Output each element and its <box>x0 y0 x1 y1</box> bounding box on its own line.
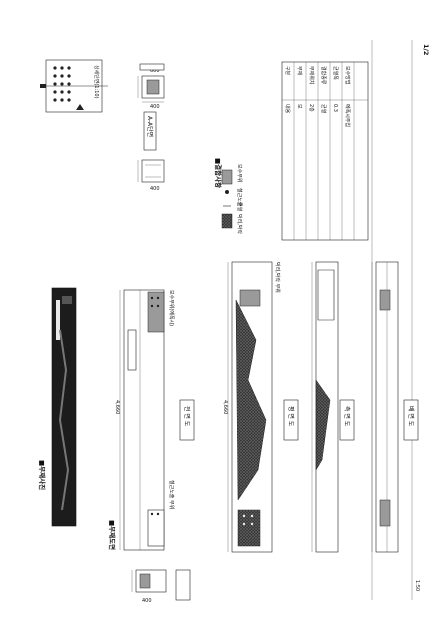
drawing-scale: 1:50 <box>414 580 420 591</box>
section-aa-drawing: 400 600 A-A단면 <box>137 68 165 151</box>
table-header-1: 내용 <box>284 104 291 114</box>
beam-end-section <box>139 63 165 71</box>
legend-item-2: 균열 <box>236 202 243 212</box>
legend-item-1: 철근노출 <box>236 188 243 207</box>
table-cell-1-0: 부재위치 <box>308 66 315 84</box>
table-cell-4-0: 보수방법 <box>344 66 351 84</box>
plan-view: 4,660 평 면 도 박리,박락 부위 <box>222 261 299 553</box>
side-view-title: 측 면 도 <box>343 406 351 427</box>
front-dim-total: 4,660 <box>114 400 120 414</box>
plan-dim-total: 4,660 <box>222 400 228 414</box>
legend-swatch-spall <box>221 213 233 229</box>
section-bb-drawing: 400 <box>137 159 165 192</box>
front-view: 4,660 전 면 도 보수부위(에폭시) 철근노출 부위 <box>114 289 195 551</box>
plan-view-title: 평 면 도 <box>287 406 295 427</box>
table-cell-2-0: 결함종류 <box>320 66 327 85</box>
legend-item-3: 박리,박락 <box>236 214 243 234</box>
drawing-section-title: ■부재도면 <box>108 520 117 550</box>
front-view-title: 전 면 도 <box>183 406 191 427</box>
section-a-title: A-A단면 <box>146 116 154 137</box>
rear-view: 배 면 도 <box>371 261 419 553</box>
table-cell-0-0: 부재 <box>296 66 303 76</box>
table-cell-3-1: 0.3 <box>332 104 338 112</box>
table-cell-0-1: 보 <box>296 104 302 109</box>
connection-detail: 상세단면(1:10) <box>40 59 108 113</box>
table-cell-3-0: 균열폭 <box>332 66 339 80</box>
legend-swatch-rebar <box>225 190 229 194</box>
legend: ■결함사항 보수부위 철근노출 균열 박리,박락 <box>214 158 243 234</box>
table-cell-1-1: 2층 <box>308 104 315 112</box>
table-header-0: 구분 <box>284 66 290 76</box>
legend-item-0: 보수부위 <box>236 164 243 182</box>
svg-text:상세단면(1:10): 상세단면(1:10) <box>93 65 100 99</box>
svg-text:보수부위(에폭시): 보수부위(에폭시) <box>168 290 175 326</box>
member-photo: ■부재사진 <box>38 287 77 527</box>
legend-title: ■결함사항 <box>214 158 223 188</box>
svg-text:박리,박락 부위: 박리,박락 부위 <box>274 262 281 293</box>
section-end-bottom: 400 <box>131 569 191 604</box>
svg-text:600: 600 <box>150 68 160 74</box>
photo-section-title: ■부재사진 <box>38 460 47 490</box>
svg-text:400: 400 <box>142 598 152 604</box>
rear-view-title: 배 면 도 <box>407 406 415 427</box>
table-cell-2-1: 균열 <box>320 104 327 114</box>
legend-swatch-repair <box>221 169 233 185</box>
svg-text:철근노출 부위: 철근노출 부위 <box>168 480 175 509</box>
table-cell-4-1: 에폭시주입 <box>344 104 351 127</box>
side-view: 측 면 도 <box>311 261 355 553</box>
svg-text:400: 400 <box>150 186 160 192</box>
svg-text:400: 400 <box>150 104 160 110</box>
defect-table: 구분 내용 부재 보 부재위치 2층 결함종류 균열 균열폭 0.3 보수방법 … <box>281 61 369 241</box>
sheet-number: 1/2 <box>422 44 430 55</box>
